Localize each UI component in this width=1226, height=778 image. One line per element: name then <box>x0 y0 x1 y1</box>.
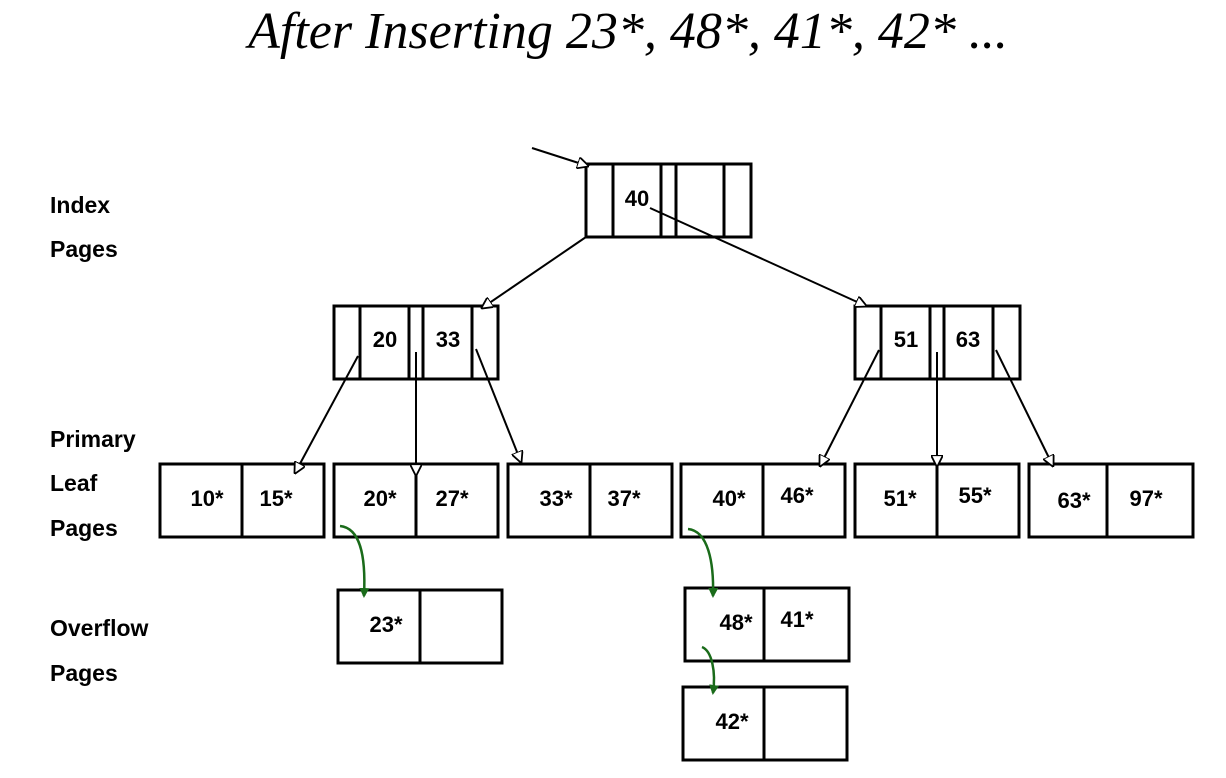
root-node-box <box>584 162 753 239</box>
label-overflow-pages: Pages <box>50 660 118 686</box>
leaf-page-5: 51* 55* <box>853 462 1021 539</box>
overflow-key: 48* <box>719 610 752 635</box>
overflow-key: 23* <box>369 612 402 637</box>
overflow-page-1: 23* <box>336 588 504 665</box>
overflow-chain-arrow <box>701 645 720 695</box>
label-index-pages: Pages <box>50 236 118 262</box>
root-entry-arrow <box>531 147 588 166</box>
root-index-node: 40 <box>584 162 753 239</box>
label-index: Index <box>50 192 111 218</box>
index-node-left: 20 33 <box>332 304 500 381</box>
leaf-key: 97* <box>1129 486 1162 511</box>
leaf-key: 15* <box>259 486 292 511</box>
index-left-key: 20 <box>373 327 397 352</box>
root-to-right-arrow <box>649 207 866 306</box>
index-to-leaf-arrow <box>995 349 1053 466</box>
leaf-page-3: 33* 37* <box>506 462 674 539</box>
leaf-page-4: 40* 46* <box>679 462 847 539</box>
leaf-key: 27* <box>435 486 468 511</box>
slide-title: After Inserting 23*, 48*, 41*, 42* ... <box>248 3 1008 60</box>
leaf-key: 51* <box>883 486 916 511</box>
overflow-page-2: 48* 41* <box>683 586 851 663</box>
leaf-page-6: 63* 97* <box>1027 462 1195 539</box>
leaf-box <box>1027 462 1195 539</box>
leaf-key: 33* <box>539 486 572 511</box>
index-node-right: 51 63 <box>853 304 1022 381</box>
root-to-left-arrow <box>482 236 587 308</box>
label-primary: Primary <box>50 426 136 452</box>
leaf-key: 37* <box>607 486 640 511</box>
label-leaf: Leaf <box>50 470 98 496</box>
index-to-leaf-arrow <box>475 348 521 462</box>
overflow-key: 42* <box>715 709 748 734</box>
overflow-chain-arrow <box>339 524 370 598</box>
leaf-key: 46* <box>780 483 813 508</box>
overflow-box <box>683 586 851 663</box>
label-leaf-pages: Pages <box>50 515 118 541</box>
leaf-key: 40* <box>712 486 745 511</box>
label-overflow: Overflow <box>50 615 149 641</box>
index-right-key: 63 <box>956 327 980 352</box>
leaf-key: 55* <box>958 483 991 508</box>
index-to-leaf-arrow <box>820 349 880 466</box>
overflow-chain-arrow <box>687 527 719 598</box>
overflow-key: 41* <box>780 607 813 632</box>
root-key: 40 <box>625 186 649 211</box>
overflow-page-3: 42* <box>681 685 849 762</box>
index-to-leaf-arrow <box>295 355 359 473</box>
index-right-key: 51 <box>894 327 918 352</box>
leaf-key: 63* <box>1057 488 1090 513</box>
leaf-key: 10* <box>190 486 223 511</box>
index-left-key: 33 <box>436 327 460 352</box>
leaf-page-1: 10* 15* <box>158 462 326 539</box>
leaf-key: 20* <box>363 486 396 511</box>
